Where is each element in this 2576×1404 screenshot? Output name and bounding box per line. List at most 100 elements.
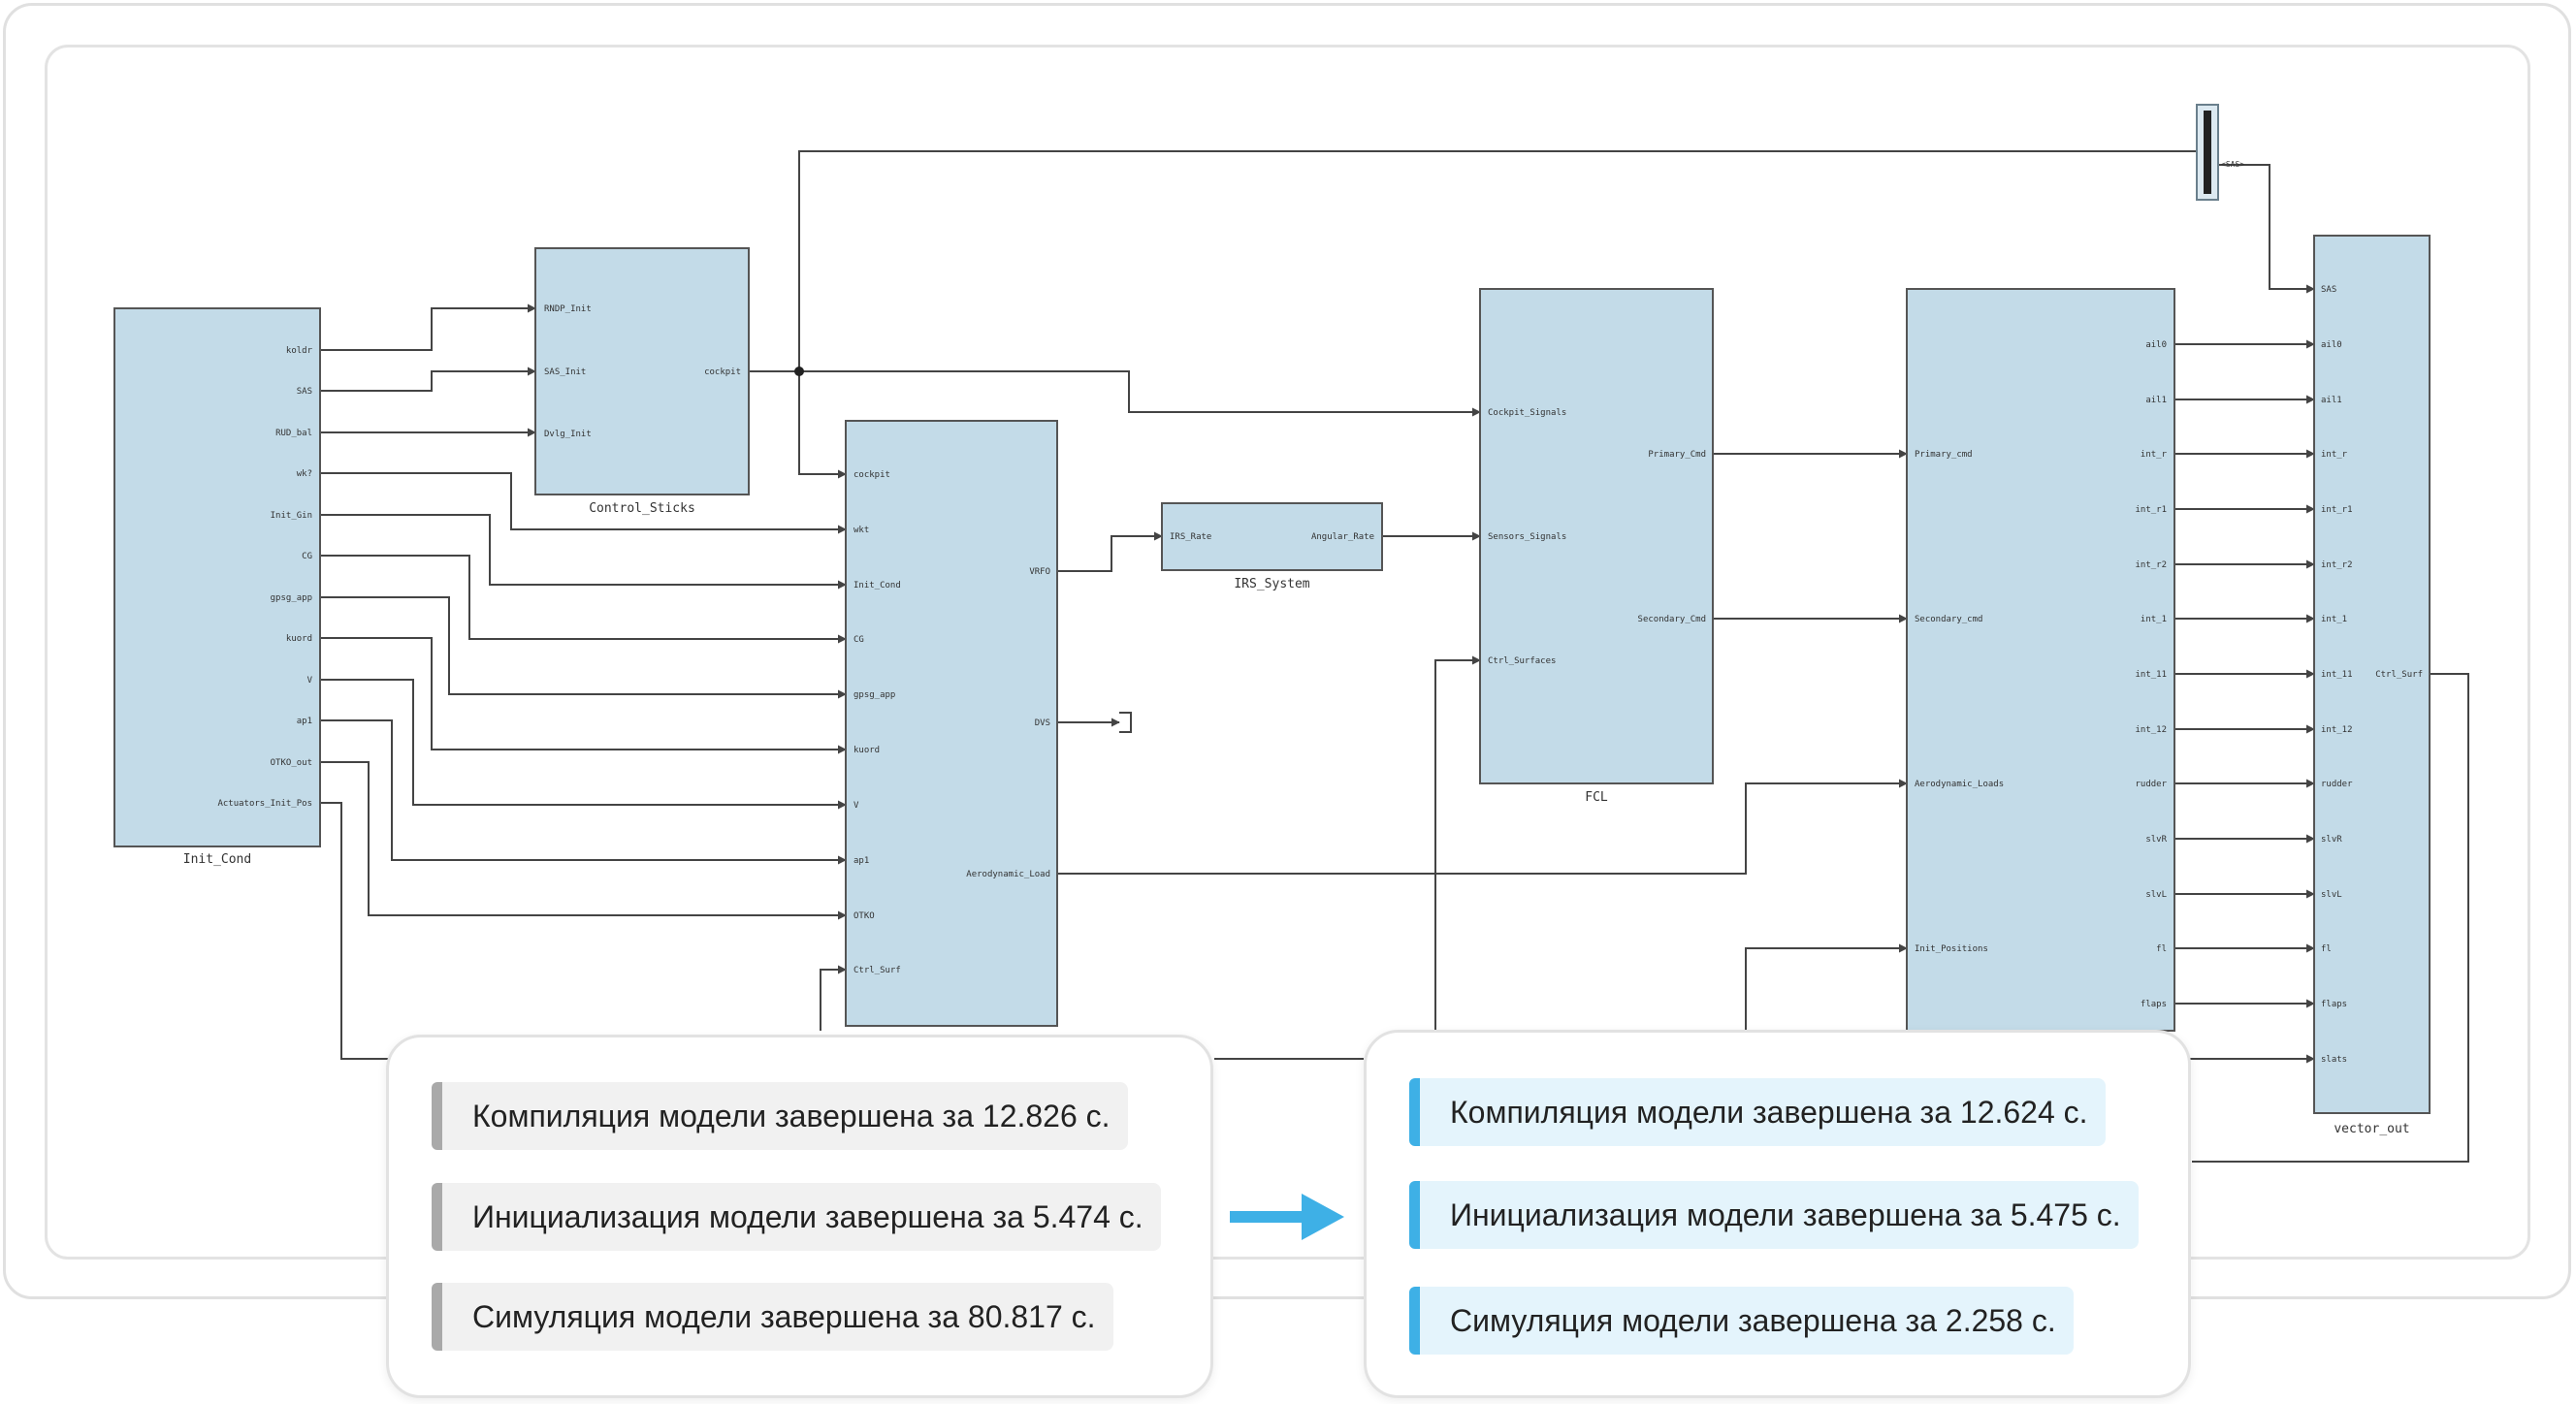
actuators-port-slvL: slvL (2145, 890, 2167, 900)
wire-init-gin (320, 514, 847, 590)
control-sticks-port-RNDP_Init: RNDP_Init (544, 304, 592, 314)
actuators-port-rudder: rudder (2135, 780, 2167, 789)
actuators-port-ail0: ail0 (2145, 340, 2167, 350)
terminator-icon (1119, 712, 1132, 733)
vector-out-port-int_r2: int_r2 (2321, 560, 2353, 570)
control-sticks-port-cockpit: cockpit (704, 367, 741, 377)
irs-name-label: IRS_System (1234, 577, 1309, 591)
init-cond-port-CG: CG (302, 552, 312, 561)
before-compile-message: Компиляция модели завершена за 12.826 с. (432, 1082, 1128, 1150)
after-compile-message: Компиляция модели завершена за 12.624 с. (1409, 1078, 2106, 1146)
aero-port-V: V (853, 801, 859, 811)
vector-out-port-int_12: int_12 (2321, 725, 2353, 735)
arrow-right-icon (1230, 1194, 1344, 1240)
init_cond-name-label: Init_Cond (183, 852, 251, 867)
actuators-port-int_r1: int_r1 (2135, 505, 2167, 515)
vector-out-port-SAS: SAS (2321, 285, 2336, 295)
actuators-port-int_12: int_12 (2135, 725, 2167, 735)
fcl-port-Secondary_Cmd: Secondary_Cmd (1638, 615, 1706, 624)
outer-frame (3, 3, 2571, 1299)
init-cond-port-wk?: wk? (297, 469, 312, 479)
init-cond-port-gpsg_app: gpsg_app (271, 593, 312, 603)
wire-ctrl-surf-out (2192, 673, 2469, 1163)
init-cond-port-ap1: ap1 (297, 717, 312, 726)
vector-out-port-slats: slats (2321, 1055, 2347, 1065)
model-canvas-frame (45, 45, 2530, 1260)
aero-port-gpsg_app: gpsg_app (853, 690, 895, 700)
wire-ctrl-surfaces (1434, 655, 1481, 1031)
fcl-block[interactable] (1479, 288, 1714, 784)
vector-out-port-ctrl-surf: Ctrl_Surf (2375, 670, 2423, 680)
aero-port-Aerodynamic_Load: Aerodynamic_Load (966, 870, 1050, 879)
irs-port-out: Angular_Rate (1311, 532, 1374, 542)
control-sticks-port-Dvlg_Init: Dvlg_Init (544, 430, 592, 439)
vector-out-port-ail1: ail1 (2321, 396, 2342, 405)
aero-port-Init_Cond: Init_Cond (853, 581, 901, 590)
wire-cg (320, 555, 847, 644)
blocks-layer: Init_CondkoldrSASRUD_balwk?Init_GinCGgps… (113, 104, 2431, 1136)
aero-port-CG: CG (853, 635, 864, 645)
actuators-port-Aerodynamic_Loads: Aerodynamic_Loads (1915, 780, 2004, 789)
actuators-port-int_1: int_1 (2141, 615, 2167, 624)
wire-koldr (320, 303, 536, 351)
before-init-message: Инициализация модели завершена за 5.474 … (432, 1183, 1161, 1251)
actuators-port-Primary_cmd: Primary_cmd (1915, 450, 1973, 460)
branch-point (794, 367, 804, 376)
wire-ctrl-surf-aero (820, 965, 847, 1031)
fcl-port-Cockpit_Signals: Cockpit_Signals (1488, 408, 1566, 418)
control_sticks-block[interactable] (534, 247, 750, 495)
wire-gpsg (320, 596, 847, 699)
actuators-port-ail1: ail1 (2145, 396, 2167, 405)
irs-block[interactable] (1161, 502, 1383, 571)
vector_out-name-label: vector_out (2334, 1122, 2409, 1136)
aero-port-VRFO: VRFO (1029, 567, 1050, 577)
after-log-panel: Компиляция модели завершена за 12.624 с.… (1364, 1030, 2191, 1398)
vector-out-port-int_11: int_11 (2321, 670, 2353, 680)
sas-bus-label: <SAS> (2221, 160, 2244, 169)
vector-out-port-ail0: ail0 (2321, 340, 2342, 350)
actuators-port-slvR: slvR (2145, 835, 2167, 845)
wire-vrfo (1057, 531, 1163, 572)
actuators-port-int_11: int_11 (2135, 670, 2167, 680)
wire-ap1 (320, 719, 847, 865)
actuators-block[interactable] (1906, 288, 2175, 1032)
after-sim-message: Симуляция модели завершена за 2.258 с. (1409, 1287, 2074, 1355)
actuators-port-Init_Positions: Init_Positions (1915, 944, 1988, 954)
fcl-port-Ctrl_Surfaces: Ctrl_Surfaces (1488, 656, 1556, 666)
wire-v (320, 679, 847, 810)
before-sim-message: Симуляция модели завершена за 80.817 с. (432, 1283, 1113, 1351)
aero-port-cockpit: cockpit (853, 470, 890, 480)
vector-out-port-int_1: int_1 (2321, 615, 2347, 624)
aero-port-kuord: kuord (853, 746, 880, 755)
fcl-name-label: FCL (1585, 790, 1608, 805)
wire-aero-load (1057, 779, 1908, 875)
aero-block[interactable] (845, 420, 1058, 1027)
wire-init-positions (1745, 943, 1908, 1031)
wire-sas-vector (2218, 164, 2315, 294)
actuators-port-fl: fl (2156, 944, 2167, 954)
vector_out-block[interactable] (2313, 235, 2431, 1114)
vector-out-port-slvL: slvL (2321, 890, 2342, 900)
wire-cockpit-fcl (749, 370, 1481, 417)
wire-actuators-init (320, 802, 388, 1060)
vector-out-port-rudder: rudder (2321, 780, 2353, 789)
init-cond-port-Init_Gin: Init_Gin (271, 511, 312, 521)
irs-port-in: IRS_Rate (1170, 532, 1211, 542)
init-cond-port-koldr: koldr (286, 346, 313, 356)
wire-wk (320, 472, 847, 534)
actuators-port-flaps: flaps (2141, 1000, 2167, 1009)
actuators-port-int_r: int_r (2141, 450, 2168, 460)
wire-cockpit-aero (798, 371, 847, 479)
aero-port-wkt: wkt (853, 526, 869, 535)
init-cond-port-Actuators_Init_Pos: Actuators_Init_Pos (217, 799, 312, 809)
vector-out-port-int_r: int_r (2321, 450, 2348, 460)
aero-port-OTKO: OTKO (853, 911, 875, 921)
init-cond-port-RUD_bal: RUD_bal (275, 429, 312, 438)
init_cond-block[interactable] (113, 307, 321, 847)
init-cond-port-V: V (307, 676, 313, 686)
init-cond-port-OTKO_out: OTKO_out (271, 758, 312, 768)
signal-wires (320, 146, 2469, 1163)
fcl-port-Primary_Cmd: Primary_Cmd (1648, 450, 1706, 460)
init-cond-port-SAS: SAS (297, 387, 312, 397)
